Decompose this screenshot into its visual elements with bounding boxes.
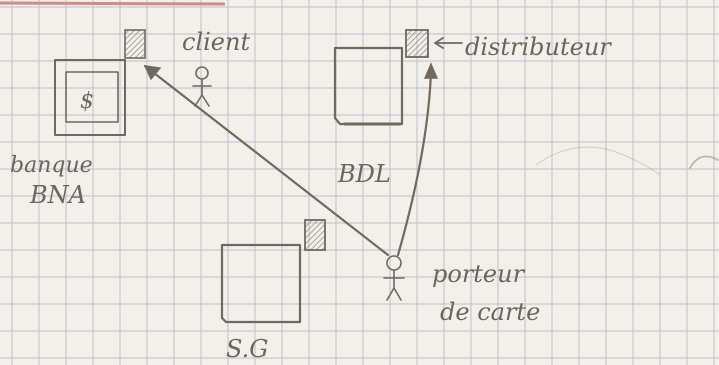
smudge [536,147,660,175]
distributeur-pointer [435,38,462,48]
arrowhead-bdl [425,64,437,78]
bank-bdl: BDL distributeur [335,30,612,188]
margin-line [0,3,225,4]
label-de-carte: de carte [440,298,540,326]
atm-sg [305,220,325,250]
label-client: client [182,28,250,56]
client-figure: client [182,28,250,106]
atm-bna [125,30,145,58]
atm-bdl [406,30,428,57]
bank-sg: S.G [222,220,325,363]
label-porteur: porteur [432,260,526,288]
label-distributeur: distributeur [465,33,612,61]
label-sg: S.G [226,335,268,363]
cardholder-figure: porteur de carte [384,256,540,326]
label-bdl: BDL [337,160,391,188]
bank-bdl-box [335,48,402,124]
label-bna: BNA [29,181,86,209]
arrows [145,64,437,255]
bank-bna: $ banque BNA [10,30,145,209]
dollar-sign: $ [80,89,94,114]
bank-sg-box [222,245,300,322]
label-banque: banque [10,153,93,178]
